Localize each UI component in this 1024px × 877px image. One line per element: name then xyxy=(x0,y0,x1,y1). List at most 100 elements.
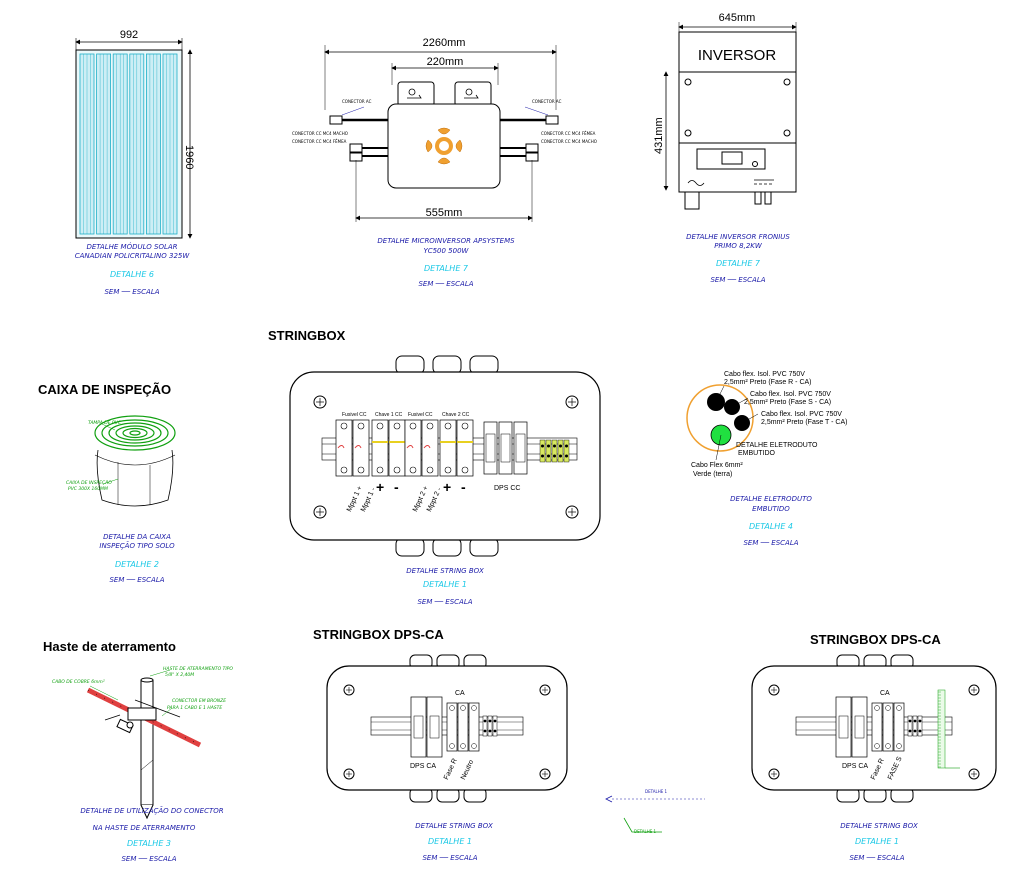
terminal-screw xyxy=(357,422,365,430)
dps1-caption: DETALHE STRING BOX xyxy=(415,822,493,830)
terminal-screw xyxy=(449,743,455,749)
red-mark xyxy=(354,445,362,449)
terminal-hole xyxy=(913,719,917,723)
terminal-screw xyxy=(357,466,365,474)
terminal-block xyxy=(492,715,498,737)
sb-minus-2: - xyxy=(461,479,466,495)
conduit-scale-note: SEM ── ESCALA xyxy=(743,539,799,547)
sb-detail-number: DETALHE 1 xyxy=(423,580,467,589)
terminal-block xyxy=(539,439,546,463)
conduit-caption-1: DETALHE ELETRODUTO xyxy=(730,495,812,503)
dps2-caption: DETALHE STRING BOX xyxy=(840,822,918,830)
dps2-ca-label: CA xyxy=(880,690,890,697)
header-stringbox-dps-2: STRINGBOX DPS-CA xyxy=(810,632,941,647)
breaker-module xyxy=(893,702,905,752)
sb-dps-cc-label: DPS CC xyxy=(494,485,521,492)
rod-connector-label-1: CONECTOR EM BRONZE xyxy=(172,699,227,704)
caixa-caption-2: INSPEÇÃO TIPO SOLO xyxy=(99,542,175,550)
conduit-drawing xyxy=(686,384,759,461)
rod-caption-2: NA HASTE DE ATERRAMENTO xyxy=(92,824,196,832)
terminal-hole xyxy=(908,729,912,733)
terminal-screw xyxy=(874,743,880,749)
terminal-screw xyxy=(444,422,452,430)
stringbox-dps2-drawing xyxy=(751,654,997,803)
terminal-hole xyxy=(559,444,562,448)
microinverter-drawing xyxy=(324,45,559,222)
conduit-cable-r-1: Cabo flex. Isol. PVC 750V xyxy=(724,371,805,378)
red-mark xyxy=(337,445,345,449)
sb-chave-1-label: Chave 1 CC xyxy=(375,412,403,418)
micro-detail-number: DETALHE 7 xyxy=(424,264,468,273)
terminal-screw xyxy=(340,466,348,474)
conduit-label-1: DETALHE ELETRODUTO xyxy=(736,442,818,449)
breaker-module xyxy=(446,702,458,752)
rod-label-2: 5/8" X 2,40M xyxy=(165,673,195,678)
micro-cc-macho-left-label: CONECTOR CC MC4 MACHO xyxy=(292,131,348,136)
conduit-detail-number: DETALHE 4 xyxy=(749,522,793,531)
caixa-scale-note: SEM ── ESCALA xyxy=(109,576,165,584)
terminal-screw xyxy=(460,705,466,711)
breaker-module xyxy=(871,702,883,752)
terminal-block xyxy=(482,715,488,737)
conduit-label-2: EMBUTIDO xyxy=(738,450,775,457)
breaker-module xyxy=(439,419,457,477)
micro-cc-macho-right-label: CONECTOR CC MC4 MACHO xyxy=(541,139,597,144)
module-caption-2: CANADIAN POLICRITALINO 325W xyxy=(74,252,190,260)
terminal-block xyxy=(563,439,570,463)
terminal-hole xyxy=(918,719,922,723)
terminal-screw xyxy=(885,743,891,749)
micro-ac-right-label: CONECTOR AC xyxy=(532,99,562,104)
terminal-block xyxy=(487,715,493,737)
inverter-drawing xyxy=(663,22,797,210)
conduit-ground-cable-1: Cabo Flex 6mm² xyxy=(691,462,743,469)
rod-caption-1: DETALHE DE UTILIZAÇÃO DO CONECTOR xyxy=(80,807,224,815)
inverter-height-dim: 431mm xyxy=(653,117,665,154)
terminal-screw xyxy=(393,466,401,474)
module-width-dim: 992 xyxy=(119,29,139,41)
header-haste: Haste de aterramento xyxy=(43,639,176,654)
micro-scale-note: SEM ── ESCALA xyxy=(418,280,474,288)
conduit-ground-cable-2: Verde (terra) xyxy=(693,471,733,478)
terminal-screw xyxy=(409,466,417,474)
rod-detail-number: DETALHE 3 xyxy=(127,839,171,848)
dps-cartridge xyxy=(429,715,440,739)
conduit-cable-t-1: Cabo flex. Isol. PVC 750V xyxy=(761,411,842,418)
terminal-hole xyxy=(918,729,922,733)
conduit-caption-2: EMBUTIDO xyxy=(752,505,790,513)
conduit-cable-r-2: 2,5mm² Preto (Fase R - CA) xyxy=(724,379,812,386)
terminal-screw xyxy=(376,422,384,430)
sb-minus-1: - xyxy=(394,479,399,495)
module-detail-number: DETALHE 6 xyxy=(110,270,154,279)
terminal-hole xyxy=(913,729,917,733)
micro-bottom-dim: 555mm xyxy=(425,207,463,219)
terminal-hole xyxy=(541,444,544,448)
dps-cartridge xyxy=(500,433,511,463)
terminal-screw xyxy=(376,466,384,474)
terminal-hole xyxy=(483,729,487,733)
terminal-screw xyxy=(471,705,477,711)
conduit-cable-s-2: 2,5mm² Preto (Fase S - CA) xyxy=(744,399,832,406)
rod-label-1: HASTE DE ATERRAMENTO TIPO xyxy=(163,667,233,672)
dps1-detail-number: DETALHE 1 xyxy=(428,837,472,846)
dps-cartridge xyxy=(838,715,849,739)
stringbox-dps1-drawing xyxy=(326,654,568,803)
terminal-hole xyxy=(493,729,497,733)
rod-scale-note: SEM ── ESCALA xyxy=(121,855,177,863)
terminal-screw xyxy=(340,422,348,430)
terminal-block xyxy=(551,439,558,463)
dps-cartridge xyxy=(413,715,424,739)
sb-fusivel-2-label: Fusivel CC xyxy=(408,412,433,418)
terminal-screw xyxy=(896,705,902,711)
micro-ac-left-label: CONECTOR AC xyxy=(342,99,372,104)
breaker-module xyxy=(468,702,480,752)
terminal-screw xyxy=(461,422,469,430)
conduit-cable-t-2: 2,5mm² Preto (Fase T - CA) xyxy=(761,419,848,426)
inspection-box-drawing xyxy=(94,415,176,507)
inverter-label: INVERSOR xyxy=(697,47,777,64)
terminal-hole xyxy=(553,454,556,458)
sb-plus-1: + xyxy=(376,479,385,495)
caixa-tampa-label: TAMPA DE PVC xyxy=(88,421,121,426)
sb-fusivel-1-label: Fusivel CC xyxy=(342,412,367,418)
caixa-label-2: PVC 300X 160MM xyxy=(68,487,108,492)
